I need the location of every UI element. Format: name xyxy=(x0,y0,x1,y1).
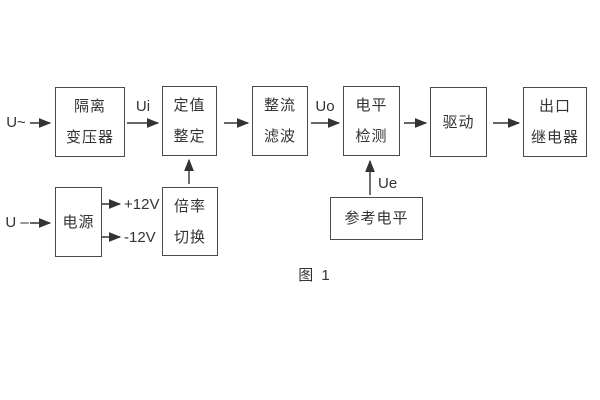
label-rail-negative-12v: -12V xyxy=(124,229,156,246)
block-label-line: 整流 xyxy=(263,97,296,114)
label-signal-uo: Uo xyxy=(315,98,335,115)
block-label-line: 变压器 xyxy=(65,129,114,146)
label-input-uac: U~ xyxy=(6,114,26,131)
block-setting-adjust: 定值 整定 xyxy=(162,86,217,156)
block-level-detector: 电平 检测 xyxy=(343,86,400,156)
block-label-line: 整定 xyxy=(173,128,206,145)
block-driver: 驱动 xyxy=(430,87,487,157)
block-label-line: 驱动 xyxy=(442,113,475,131)
label-signal-ue: Ue xyxy=(378,175,398,192)
block-ratio-switch: 倍率 切换 xyxy=(162,187,218,256)
block-label-line: 电平 xyxy=(355,97,388,114)
block-label-line: 检测 xyxy=(355,128,388,145)
block-label-line: 参考电平 xyxy=(344,210,409,227)
block-label-line: 倍率 xyxy=(173,197,206,215)
block-label-line: 继电器 xyxy=(530,129,579,146)
block-isolation-transformer: 隔离 变压器 xyxy=(55,87,125,157)
block-label-line: 定值 xyxy=(173,97,206,114)
block-label-line: 电源 xyxy=(62,213,95,231)
label-signal-ui: Ui xyxy=(135,98,151,115)
label-input-udc: U – xyxy=(5,214,29,231)
label-rail-positive-12v: +12V xyxy=(124,196,160,213)
block-label-line: 隔离 xyxy=(73,98,106,115)
block-power-supply: 电源 xyxy=(55,187,102,257)
block-label-line: 出口 xyxy=(538,98,571,115)
block-label-line: 滤波 xyxy=(263,128,296,145)
block-rectifier-filter: 整流 滤波 xyxy=(252,86,308,156)
block-output-relay: 出口 继电器 xyxy=(523,87,587,157)
block-label-line: 切换 xyxy=(173,228,206,246)
block-reference-level: 参考电平 xyxy=(330,197,423,240)
figure-caption: 图 1 xyxy=(298,267,332,284)
